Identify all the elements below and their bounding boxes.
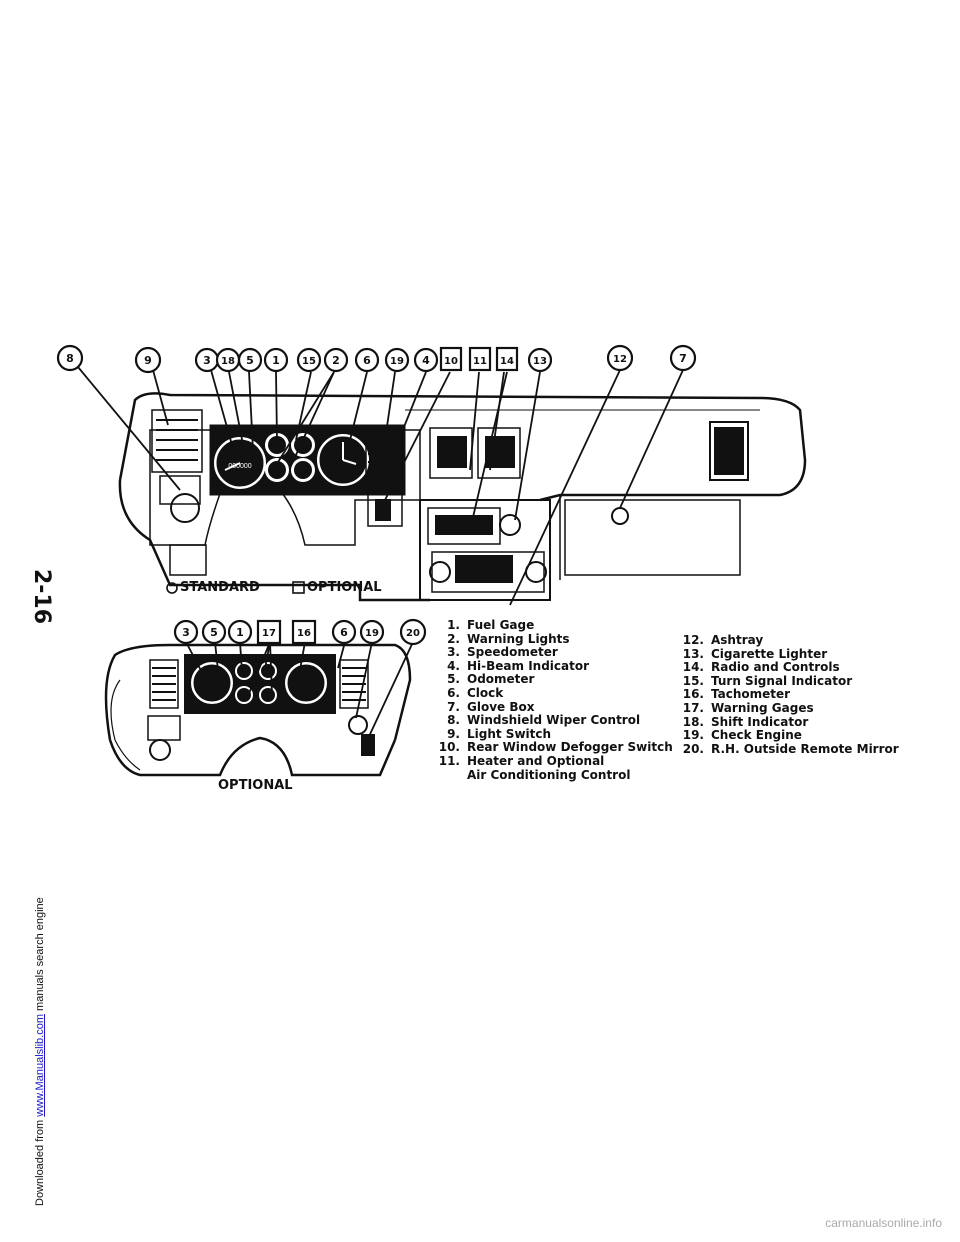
wiper-knob — [170, 493, 200, 523]
callout-bottom-0: 3 — [182, 626, 190, 639]
cluster-right-vent — [365, 429, 403, 481]
caption-standard: STANDARD — [180, 580, 260, 595]
callout-top-4: 5 — [246, 354, 254, 367]
callout-bottom-4: 16 — [297, 628, 311, 639]
legend-item: 14.Radio and Controls — [682, 660, 840, 675]
legend-item: 20.R.H. Outside Remote Mirror — [682, 741, 899, 756]
switch-panel — [159, 475, 201, 505]
standard-symbol — [166, 582, 178, 594]
legend-item: 6.Clock — [447, 685, 504, 700]
callout-bottom-6: 19 — [365, 628, 379, 639]
legend-item: 17.Warning Gages — [682, 700, 814, 715]
legend-left-list: 1.Fuel Gage 2.Warning Lights 3.Speedomet… — [438, 618, 673, 782]
legend-right-list: 12.Ashtray 13.Cigarette Lighter 14.Radio… — [682, 633, 899, 756]
callout-top-15: 12 — [613, 354, 627, 365]
legend-item: 13.Cigarette Lighter — [682, 646, 828, 661]
legend-item: 7.Glove Box — [447, 699, 535, 714]
right-vent — [709, 421, 749, 481]
callout-top-14: 13 — [533, 356, 547, 367]
callout-top-10: 4 — [422, 354, 430, 367]
legend-item: 11.Heater and Optional — [438, 753, 605, 768]
callout-bottom-2: 1 — [236, 626, 244, 639]
lower-instrument-cluster — [184, 654, 336, 714]
svg-text:000000: 000000 — [228, 463, 251, 470]
legend-item: 18.Shift Indicator — [682, 714, 809, 729]
instrument-cluster: 000000 — [209, 424, 406, 496]
footer-watermark: carmanualsonline.info — [825, 1216, 942, 1230]
callout-top-13: 14 — [500, 356, 514, 367]
callout-bottom-5: 6 — [340, 626, 348, 639]
lower-dashboard-outline — [104, 643, 412, 777]
legend-item: 19.Check Engine — [682, 728, 802, 743]
callout-top-5: 1 — [272, 354, 280, 367]
lower-right-vent — [339, 659, 369, 709]
legend-item: 10.Rear Window Defogger Switch — [438, 740, 673, 755]
callout-top-2: 3 — [203, 354, 211, 367]
callout-leaders-bottom — [185, 641, 414, 746]
optional-symbol — [292, 581, 305, 594]
callout-bottom-3: 17 — [262, 628, 276, 639]
callout-top-0: 8 — [66, 352, 74, 365]
legend-item: 4.Hi-Beam Indicator — [447, 658, 590, 673]
center-vents — [429, 427, 521, 479]
legend-item: 2.Warning Lights — [447, 631, 570, 646]
callout-bottom-7: 20 — [406, 628, 420, 639]
callout-top-12: 11 — [473, 356, 487, 367]
legend-item: 8.Windshield Wiper Control — [447, 713, 641, 728]
legend-item: 9.Light Switch — [447, 726, 552, 741]
callout-top-9: 19 — [390, 356, 404, 367]
glove-box — [564, 499, 741, 576]
left-vent — [151, 409, 203, 473]
callout-top-16: 7 — [679, 352, 687, 365]
legend-item: 5.Odometer — [447, 672, 535, 687]
callout-top-3: 18 — [221, 356, 235, 367]
caption-optional: OPTIONAL — [307, 580, 382, 595]
legend-item-continuation: Air Conditioning Control — [467, 767, 631, 782]
legend-item: 3.Speedometer — [447, 645, 558, 660]
legend-item: 12.Ashtray — [682, 633, 764, 647]
callout-top-6: 15 — [302, 356, 316, 367]
legend-item: 15.Turn Signal Indicator — [682, 673, 853, 688]
caption-optional-lower: OPTIONAL — [218, 778, 293, 793]
callout-top-1: 9 — [144, 354, 152, 367]
legend-item: 1.Fuel Gage — [447, 618, 535, 632]
callout-circles-top — [56, 344, 697, 374]
legend-item: 16.Tachometer — [682, 687, 791, 702]
callout-bottom-1: 5 — [210, 626, 218, 639]
radio-and-heater — [419, 499, 551, 601]
lower-left-vent — [149, 659, 179, 709]
callout-top-11: 10 — [444, 356, 458, 367]
callout-circles-bottom — [173, 618, 427, 646]
callout-top-8: 6 — [363, 354, 371, 367]
callout-leaders-top — [77, 366, 684, 606]
callout-top-7: 2 — [332, 354, 340, 367]
